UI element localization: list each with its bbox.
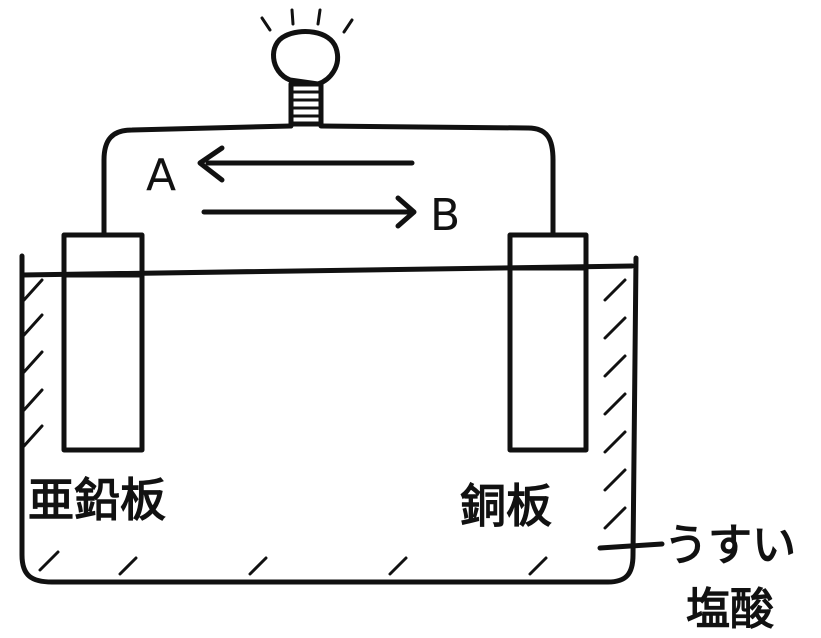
arrow-right-icon xyxy=(201,195,417,229)
copper-plate-label: 銅板 xyxy=(460,479,552,533)
arrow-left-icon xyxy=(197,145,415,183)
solution-label-line1: うすい xyxy=(664,520,796,571)
zinc-plate xyxy=(61,232,145,453)
copper-plate xyxy=(507,232,589,453)
solution-label-line2: 塩酸 xyxy=(686,584,775,635)
circuit-wire xyxy=(101,123,556,238)
zinc-plate-label: 亜鉛板 xyxy=(28,473,166,527)
label-b: B xyxy=(430,190,460,241)
beaker-hatching xyxy=(22,278,627,576)
light-bulb-icon xyxy=(260,8,354,127)
solution-leader-line xyxy=(597,541,665,551)
label-a: A xyxy=(146,150,176,201)
beaker xyxy=(19,253,639,585)
